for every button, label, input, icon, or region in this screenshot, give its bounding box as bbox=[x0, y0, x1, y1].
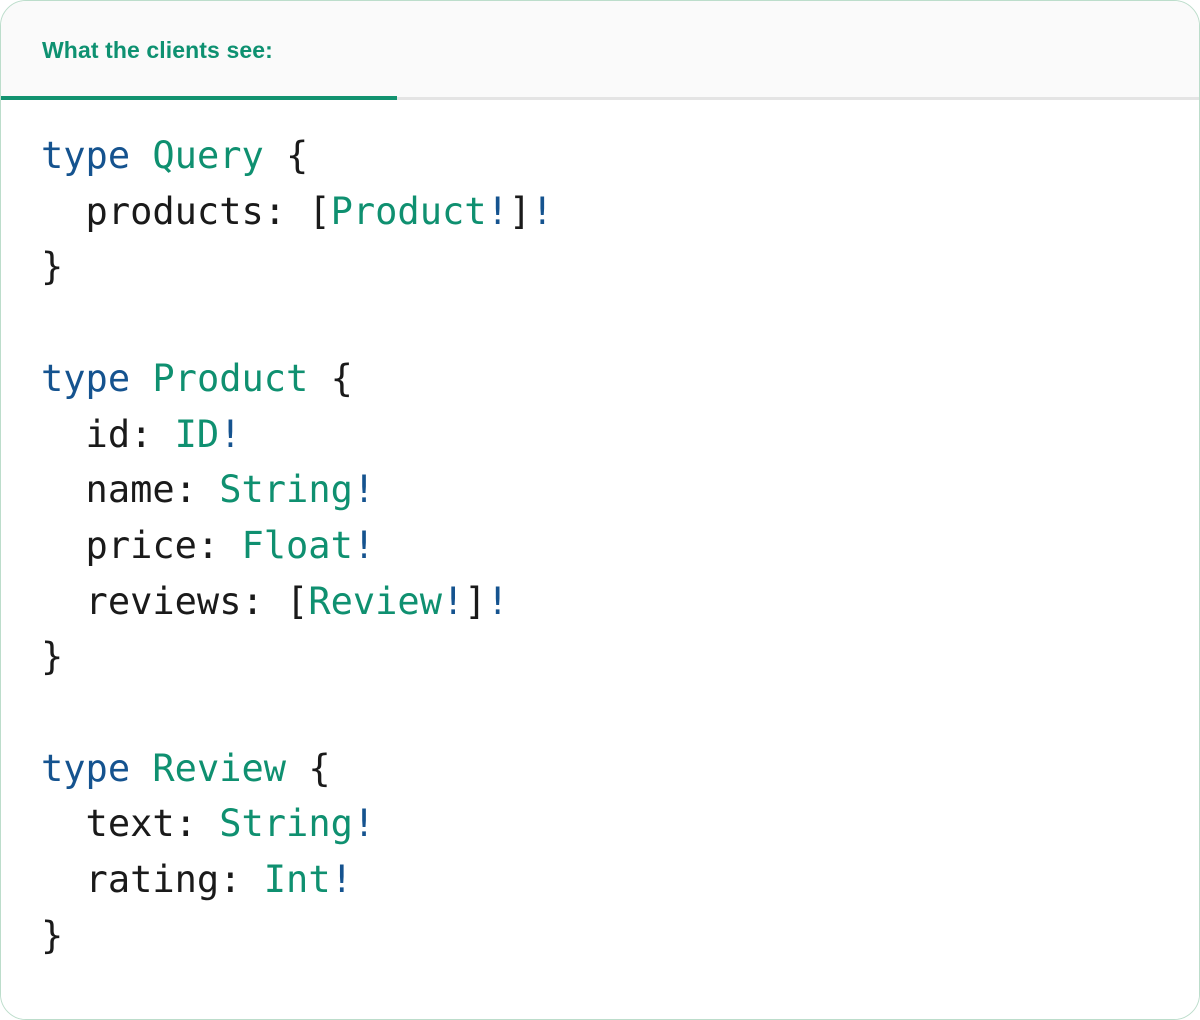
code-token-bang: ! bbox=[486, 579, 509, 623]
code-token-bang: ! bbox=[441, 579, 465, 623]
code-line: rating: Int! bbox=[41, 852, 1199, 908]
code-token-punct bbox=[130, 357, 152, 400]
code-token-field: text: bbox=[41, 802, 220, 846]
code-token-typename: Review bbox=[152, 746, 287, 790]
code-line: id: ID! bbox=[41, 407, 1199, 463]
code-token-punct: [ bbox=[286, 579, 309, 623]
code-token-typename: Review bbox=[308, 579, 442, 623]
code-token-typename: String bbox=[219, 468, 353, 512]
code-token-keyword: type bbox=[41, 746, 131, 790]
code-token-field: id: bbox=[41, 412, 175, 456]
code-token-punct: { bbox=[263, 134, 309, 177]
graphql-schema-code[interactable]: type Query { products: [Product!]!} type… bbox=[1, 128, 1199, 964]
code-token-bang: ! bbox=[352, 802, 376, 846]
code-line: reviews: [Review!]! bbox=[41, 574, 1199, 630]
code-token-bang: ! bbox=[330, 858, 353, 902]
active-tab-underline bbox=[1, 96, 397, 100]
code-panel: type Query { products: [Product!]!} type… bbox=[1, 100, 1199, 1019]
code-token-field: products: bbox=[41, 189, 309, 233]
code-line: type Review { bbox=[41, 741, 1199, 797]
code-token-bang: ! bbox=[352, 523, 376, 567]
tab-label: What the clients see: bbox=[42, 37, 273, 63]
code-token-field: price: bbox=[41, 523, 242, 567]
code-token-punct: } bbox=[41, 635, 64, 679]
code-token-punct: } bbox=[41, 913, 64, 957]
code-token-punct: { bbox=[286, 746, 331, 790]
code-token-bang: ! bbox=[219, 412, 242, 456]
code-line: text: String! bbox=[41, 796, 1199, 852]
code-token-bang: ! bbox=[486, 189, 509, 233]
tab-strip: What the clients see: bbox=[1, 1, 1199, 100]
code-token-typename: String bbox=[219, 802, 353, 846]
code-token-bang: ! bbox=[531, 189, 554, 233]
code-line bbox=[41, 685, 1199, 741]
code-token-punct: ] bbox=[508, 189, 532, 233]
code-token-punct bbox=[130, 134, 152, 177]
code-token-typename: Query bbox=[152, 134, 264, 177]
code-token-field: name: bbox=[41, 468, 220, 512]
code-token-typename: Product bbox=[152, 356, 309, 400]
code-token-field: rating: bbox=[41, 858, 264, 902]
code-line: type Query { bbox=[41, 128, 1199, 184]
code-token-typename: Int bbox=[263, 858, 331, 902]
code-token-keyword: type bbox=[41, 356, 131, 400]
code-token-typename: ID bbox=[174, 412, 220, 456]
tab-what-the-clients-see[interactable]: What the clients see: bbox=[1, 1, 397, 100]
code-token-punct: ] bbox=[464, 579, 487, 623]
code-line: } bbox=[41, 908, 1199, 964]
code-token-punct: { bbox=[308, 356, 353, 400]
code-line: } bbox=[41, 629, 1199, 685]
code-line bbox=[41, 295, 1199, 351]
code-line: price: Float! bbox=[41, 518, 1199, 574]
code-token-punct: } bbox=[41, 245, 64, 289]
code-line: products: [Product!]! bbox=[41, 184, 1199, 240]
code-line: name: String! bbox=[41, 462, 1199, 518]
code-token-typename: Float bbox=[241, 523, 353, 567]
code-token-typename: Product bbox=[330, 189, 487, 233]
code-token-punct bbox=[130, 747, 152, 790]
code-line: type Product { bbox=[41, 351, 1199, 407]
code-token-keyword: type bbox=[41, 134, 131, 177]
code-token-punct: [ bbox=[308, 189, 331, 233]
code-token-field: reviews: bbox=[41, 579, 287, 623]
code-token-bang: ! bbox=[352, 468, 376, 512]
code-line: } bbox=[41, 239, 1199, 295]
